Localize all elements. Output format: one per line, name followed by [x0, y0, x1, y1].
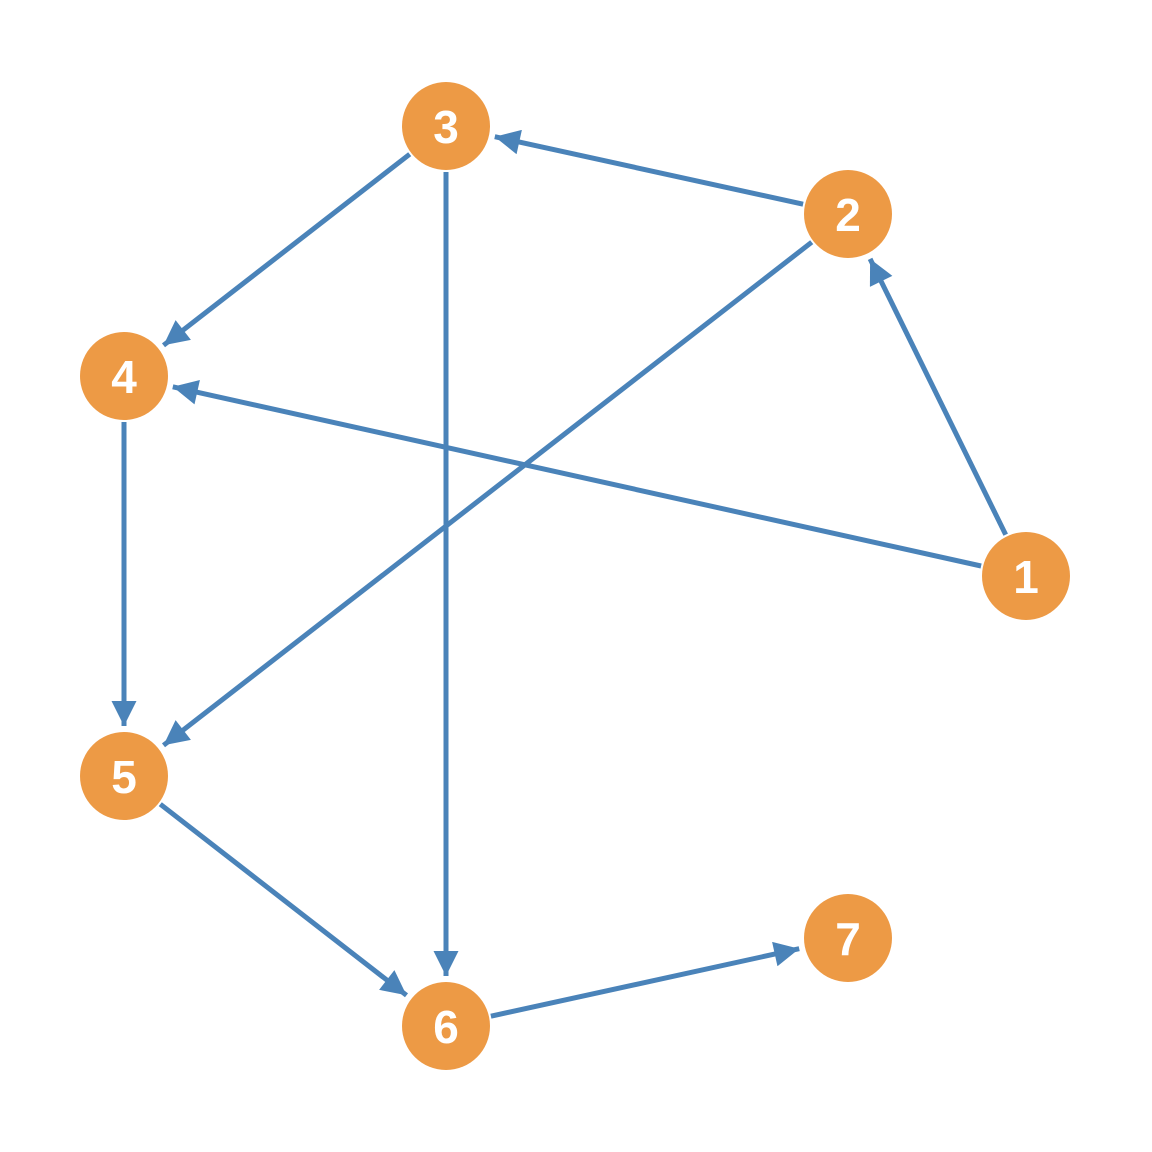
- node-3: 3: [402, 82, 490, 170]
- edges-layer: [111, 129, 1008, 1019]
- edge-1-to-4: [172, 380, 982, 569]
- node-label-1: 1: [1013, 551, 1039, 603]
- edge-6-to-7: [490, 941, 800, 1019]
- node-label-4: 4: [111, 351, 137, 403]
- edge-2-to-3: [494, 129, 804, 207]
- node-circle-6: [402, 982, 490, 1070]
- node-label-5: 5: [111, 751, 137, 803]
- node-circle-1: [982, 532, 1070, 620]
- node-4: 4: [80, 332, 168, 420]
- node-1: 1: [982, 532, 1070, 620]
- node-5: 5: [80, 732, 168, 820]
- node-circle-3: [402, 82, 490, 170]
- edge-1-to-2: [867, 257, 1008, 536]
- nodes-layer: 1 2 3 4 5 6 7: [80, 82, 1070, 1070]
- node-label-6: 6: [433, 1001, 459, 1053]
- node-6: 6: [402, 982, 490, 1070]
- node-label-3: 3: [433, 101, 459, 153]
- edge-5-to-6: [158, 802, 409, 998]
- edge-2-to-5: [161, 240, 814, 748]
- node-circle-2: [804, 170, 892, 258]
- node-circle-5: [80, 732, 168, 820]
- node-label-2: 2: [835, 189, 861, 241]
- node-circle-4: [80, 332, 168, 420]
- node-2: 2: [804, 170, 892, 258]
- node-label-7: 7: [835, 913, 861, 965]
- node-circle-7: [804, 894, 892, 982]
- node-7: 7: [804, 894, 892, 982]
- edge-3-to-4: [161, 152, 412, 348]
